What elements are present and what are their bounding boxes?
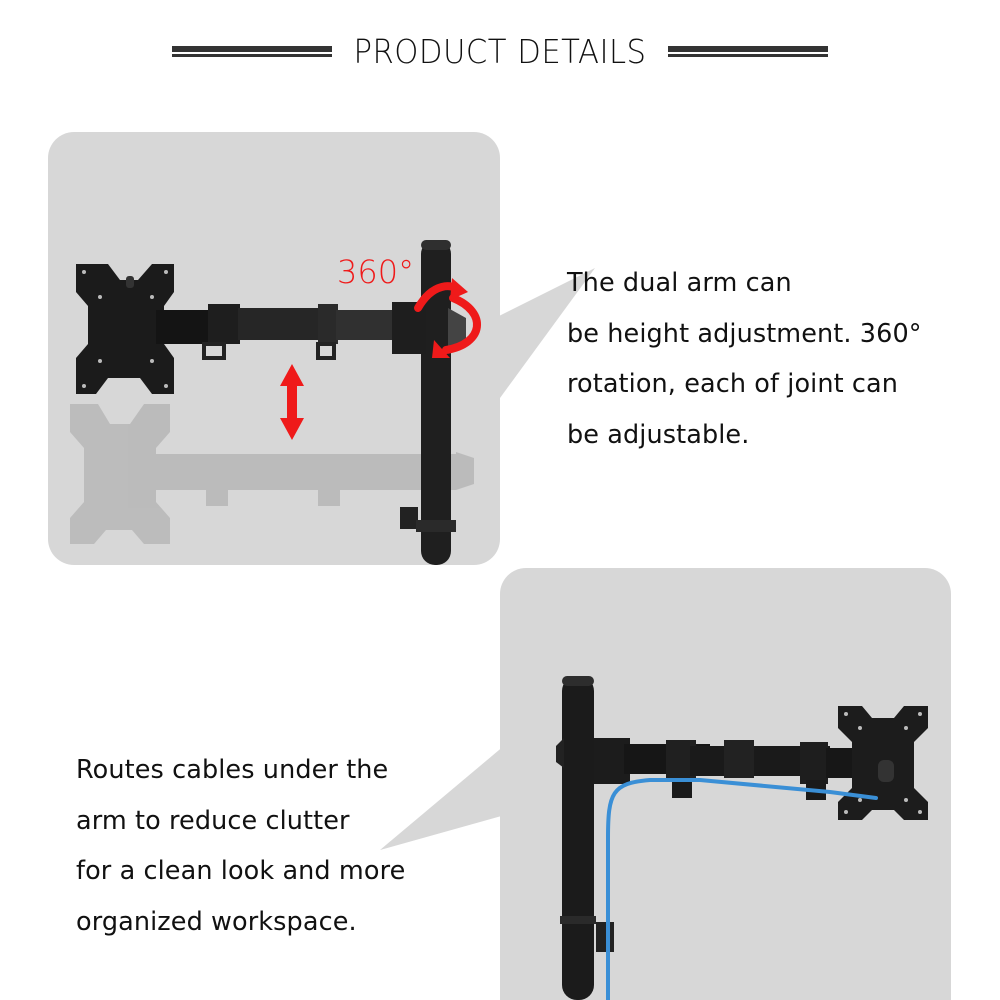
- header-rule-right: [668, 46, 828, 57]
- description-line: The dual arm can: [567, 268, 792, 298]
- pole: [562, 676, 594, 1000]
- description-line: be adjustable.: [567, 419, 750, 450]
- ghost-arm-lower: [70, 404, 474, 544]
- description-line: arm to reduce clutter: [76, 805, 350, 836]
- monitor-arm-illustration-1: [70, 240, 481, 565]
- section-header: PRODUCT DETAILS: [0, 0, 1000, 110]
- description-line: Routes cables under the: [76, 755, 389, 785]
- description-cable-management: Routes cables under the arm to reduce cl…: [76, 745, 405, 947]
- description-line: rotation, each of joint can: [567, 369, 899, 399]
- page-title: PRODUCT DETAILS: [353, 32, 647, 71]
- pole: [421, 240, 451, 565]
- description-line: for a clean look and more: [76, 856, 406, 886]
- description-line: be height adjustment. 360°: [567, 318, 922, 349]
- height-adjust-arrow: [280, 364, 304, 440]
- monitor-arm-illustration-2: [556, 676, 928, 1000]
- description-height-rotation: The dual arm can be height adjustment. 3…: [567, 258, 922, 460]
- product-image-height-rotation: 360°: [48, 132, 500, 565]
- routed-cable: [606, 778, 878, 1000]
- product-image-cable-management: [500, 568, 951, 1000]
- description-line: organized workspace.: [76, 906, 357, 937]
- rotation-360-label: 360°: [337, 253, 415, 291]
- header-rule-left: [172, 46, 332, 57]
